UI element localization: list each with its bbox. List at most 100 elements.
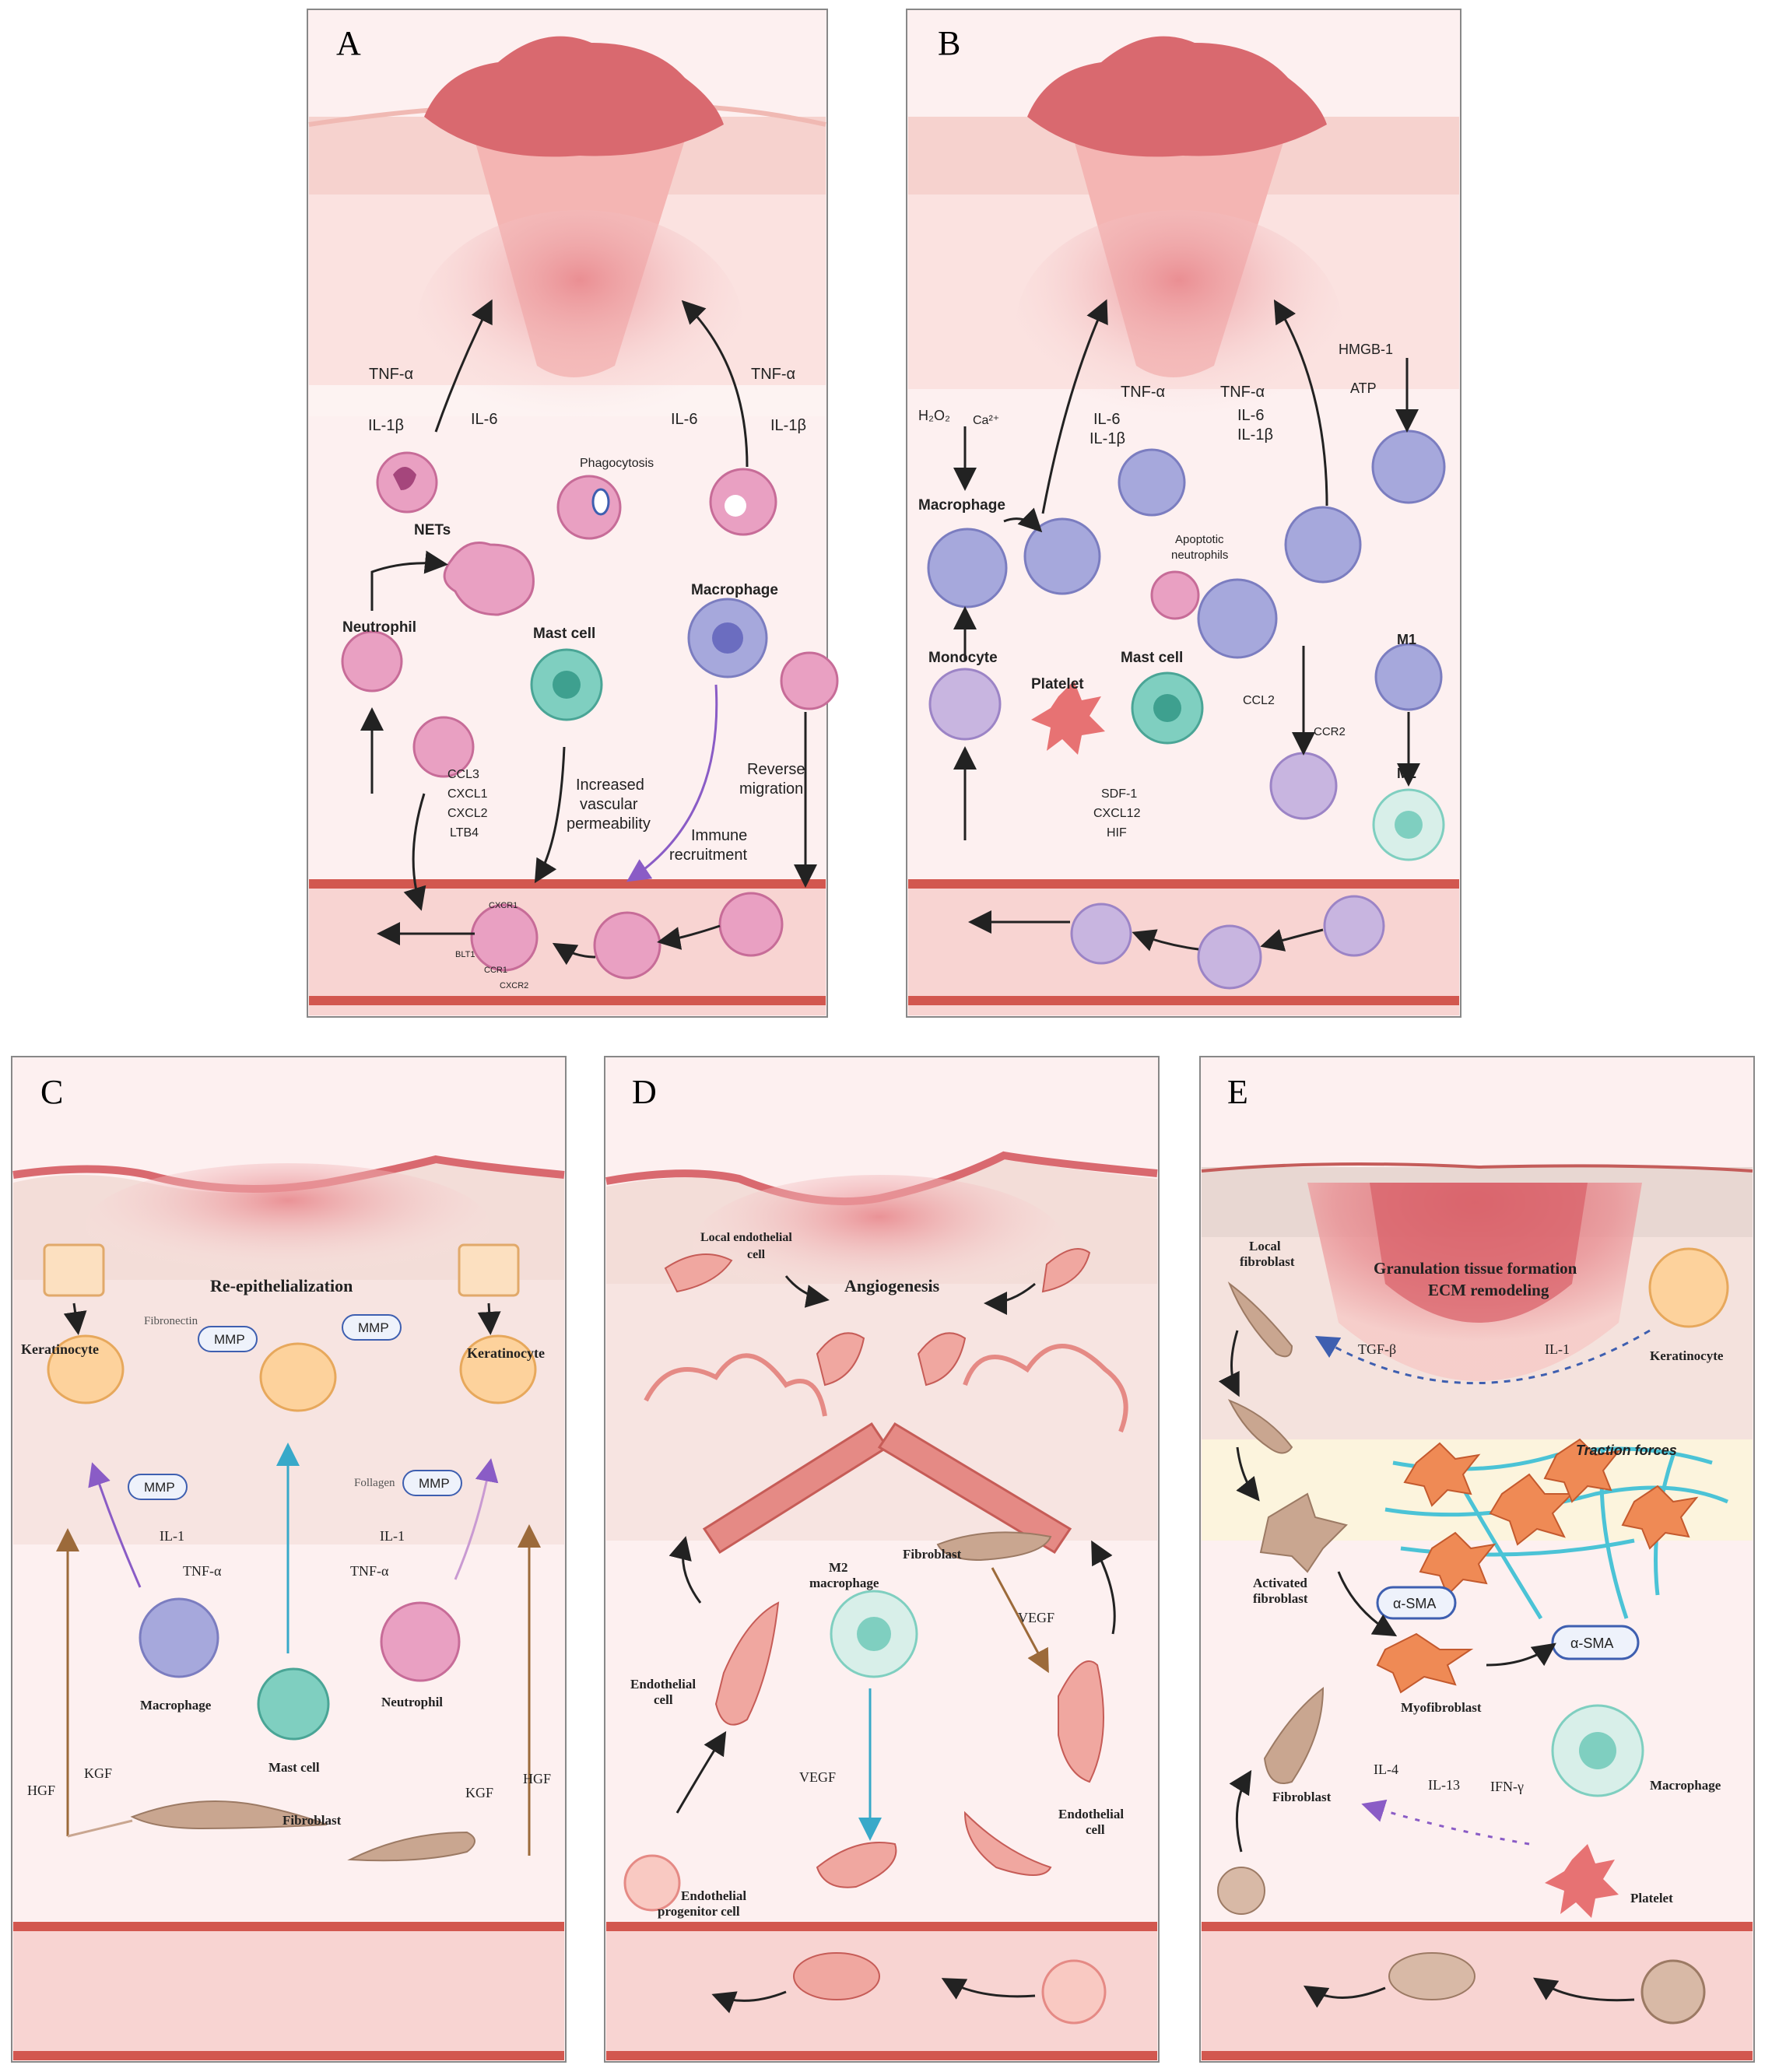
label: Endothelial xyxy=(1058,1807,1124,1821)
label: IL-13 xyxy=(1428,1777,1460,1793)
label: TGF-β xyxy=(1358,1341,1396,1357)
apoptotic-neutrophil xyxy=(1150,570,1200,620)
label: Mast cell xyxy=(268,1760,320,1775)
label: Traction forces xyxy=(1576,1443,1677,1458)
label: Fibronectin xyxy=(144,1315,198,1327)
label: macrophage xyxy=(809,1576,879,1590)
label: CXCR1 xyxy=(489,901,518,910)
label: Immune xyxy=(691,827,747,844)
neutrophil-cell xyxy=(380,1601,461,1682)
label: IL-6 xyxy=(471,411,497,428)
label: Local xyxy=(1249,1239,1281,1253)
label: TNF-α xyxy=(1220,384,1265,401)
panel-title: Angiogenesis xyxy=(844,1276,940,1295)
label: IL-1β xyxy=(368,417,404,434)
neutrophil-cell xyxy=(443,542,535,616)
label: IL-6 xyxy=(1093,411,1120,428)
monocyte-cell xyxy=(1323,895,1385,957)
keratinocyte-cell xyxy=(458,1243,520,1297)
label: Activated xyxy=(1253,1576,1307,1590)
label: IFN-γ xyxy=(1490,1779,1524,1794)
wound-scab xyxy=(424,36,724,157)
label: Reverse xyxy=(747,761,805,778)
label: CXCR2 xyxy=(500,981,528,990)
label: IL-4 xyxy=(1374,1762,1398,1777)
panel-letter: E xyxy=(1227,1073,1248,1111)
label: M1 xyxy=(1397,632,1416,647)
neutrophil-cell xyxy=(470,903,539,972)
label: IL-6 xyxy=(1237,407,1264,424)
label: Fibroblast xyxy=(903,1547,962,1562)
label: Neutrophil xyxy=(381,1695,443,1709)
label: SDF-1 xyxy=(1101,787,1137,801)
label: Keratinocyte xyxy=(1650,1348,1724,1363)
fibroblast-cell xyxy=(936,1531,1052,1562)
label: Mast cell xyxy=(1121,650,1183,666)
label: NETs xyxy=(414,522,451,538)
label: Follagen xyxy=(354,1477,395,1489)
keratinocyte-cell xyxy=(47,1334,125,1404)
label: CCR2 xyxy=(1314,725,1346,738)
label: Macrophage xyxy=(691,582,778,598)
label: fibroblast xyxy=(1240,1254,1295,1269)
panel-a: A TNF-α IL-1β IL-6 TNF-α IL-6 IL-1β NETs… xyxy=(307,9,839,1018)
macrophage-cell xyxy=(1023,517,1101,595)
macrophage-cell xyxy=(1197,578,1278,659)
macrophage-cell xyxy=(1371,429,1446,504)
activated-fibroblast xyxy=(1259,1492,1348,1573)
label: ATP xyxy=(1350,380,1377,396)
label: α-SMA xyxy=(1393,1596,1436,1611)
panel-e: E Granulation tissue formation ECM remod… xyxy=(1199,1056,1755,2063)
monocyte-cell xyxy=(1269,752,1338,820)
monocyte-cell xyxy=(1070,903,1132,965)
label: Endothelial xyxy=(681,1888,746,1903)
neutrophil-cell xyxy=(709,468,777,536)
keratinocyte-cell xyxy=(259,1342,337,1412)
label: IL-1 xyxy=(160,1528,184,1544)
label: TNF-α xyxy=(369,366,413,383)
label: TNF-α xyxy=(751,366,795,383)
label: Myofibroblast xyxy=(1401,1700,1482,1715)
neutrophil-cell xyxy=(780,651,839,710)
label: IL-1 xyxy=(380,1528,405,1544)
label: Platelet xyxy=(1630,1891,1673,1905)
keratinocyte-cell xyxy=(43,1243,105,1297)
panel-title: Re-epithelialization xyxy=(210,1276,353,1295)
mmp-badge xyxy=(198,1326,258,1352)
label: Keratinocyte xyxy=(21,1341,99,1357)
label: Fibroblast xyxy=(282,1813,342,1828)
label: Keratinocyte xyxy=(467,1345,545,1361)
fibroblast-cell xyxy=(1263,1686,1325,1784)
neutrophil-cell xyxy=(376,451,438,514)
label: CCL3 xyxy=(447,768,479,781)
label: IL-6 xyxy=(671,411,697,428)
keratinocyte-cell xyxy=(459,1334,537,1404)
label: Phagocytosis xyxy=(580,457,654,470)
label: neutrophils xyxy=(1171,549,1228,562)
endothelial-cell xyxy=(963,1811,1052,1876)
label: Local endothelial xyxy=(700,1231,792,1244)
label: HIF xyxy=(1107,826,1127,840)
panel-letter: C xyxy=(40,1073,63,1111)
label: CXCL12 xyxy=(1093,807,1141,820)
panel-letter: D xyxy=(632,1073,657,1111)
alpha-sma-badge xyxy=(1551,1625,1640,1660)
endothelial-cell xyxy=(1041,1248,1091,1293)
endothelial-progenitor-cell xyxy=(1041,1959,1107,2025)
neutrophil-cell xyxy=(556,475,622,540)
label: cell xyxy=(1086,1822,1105,1837)
label: fibroblast xyxy=(1253,1591,1308,1606)
macrophage-cell xyxy=(1284,506,1362,584)
label: IL-1β xyxy=(1090,430,1125,447)
panel-letter: A xyxy=(336,24,361,62)
label: TNF-α xyxy=(1121,384,1165,401)
label: CCL2 xyxy=(1243,694,1275,707)
label: Monocyte xyxy=(928,650,998,666)
mmp-badge xyxy=(342,1314,402,1341)
label: α-SMA xyxy=(1570,1636,1613,1651)
panel-letter: B xyxy=(938,24,960,62)
endothelial-cell xyxy=(714,1601,780,1726)
label: Macrophage xyxy=(1650,1778,1721,1793)
label: LTB4 xyxy=(450,826,479,840)
